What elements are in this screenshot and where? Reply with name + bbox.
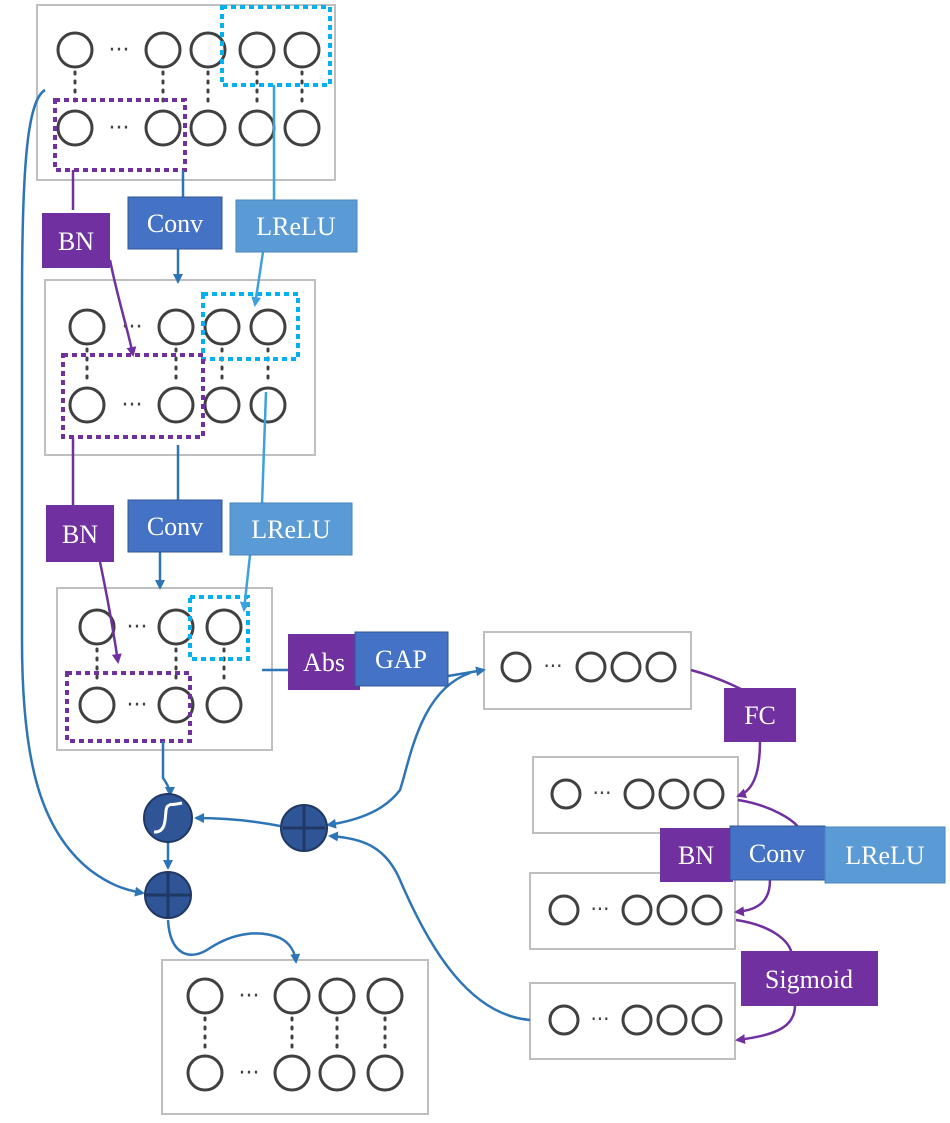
input-feature-map: ··· ··· — [36, 4, 336, 181]
gap-label: GAP — [354, 631, 449, 687]
sigmoid-to-multiply-arrow — [328, 831, 531, 1022]
conv-vector: ··· — [529, 872, 736, 950]
gap-text: GAP — [375, 645, 427, 674]
bn-selection-dotted — [61, 353, 205, 439]
ellipsis: ··· — [239, 1061, 260, 1086]
identity-shortcut-arrow — [20, 88, 145, 897]
bn-conv-arrow — [734, 879, 772, 917]
bn-text: BN — [62, 520, 98, 549]
ellipsis: ··· — [122, 393, 143, 418]
abs-label: Abs — [288, 634, 360, 690]
ellipsis: ··· — [127, 693, 148, 718]
lrelu-connector — [260, 391, 268, 506]
sigmoid-label: Sigmoid — [741, 951, 878, 1006]
lrelu-label-3: LReLU — [824, 826, 946, 884]
bn-arrow — [108, 259, 137, 357]
conv-text: Conv — [147, 512, 203, 541]
lrelu-selection-dotted — [188, 595, 250, 661]
threshold-arrow — [194, 813, 281, 828]
sigmoid-connector — [735, 918, 794, 956]
sigmoid-text: Sigmoid — [765, 965, 853, 994]
bn-text: BN — [58, 227, 94, 256]
feature-map-3: ··· ··· — [56, 587, 273, 751]
ellipsis: ··· — [239, 984, 260, 1009]
ellipsis: ··· — [109, 38, 130, 63]
bn-selection-dotted — [53, 98, 187, 172]
ellipsis: ··· — [127, 615, 148, 640]
to-output-arrow — [166, 919, 301, 964]
bn-selection-dotted — [65, 671, 192, 743]
multiply-node — [280, 804, 328, 852]
fc-arrow — [736, 739, 762, 799]
abs-text: Abs — [303, 648, 345, 677]
lrelu-selection-dotted — [201, 292, 300, 361]
lrelu-text: LReLU — [256, 212, 336, 241]
add-node — [144, 871, 192, 919]
gap-arrow — [447, 666, 486, 678]
bn-arrow — [98, 561, 122, 664]
lrelu-text: LReLU — [251, 515, 331, 544]
lrelu-label-1: LReLU — [235, 199, 358, 253]
lrelu-selection-dotted — [220, 5, 332, 87]
gap-vector: ··· — [483, 631, 692, 710]
soft-threshold-node — [143, 793, 193, 843]
lrelu-arrow — [251, 251, 265, 307]
fc-text: FC — [744, 701, 776, 730]
conv-text: Conv — [147, 209, 203, 238]
bn-label-2: BN — [46, 505, 114, 562]
fc-vector: ··· — [532, 756, 739, 834]
conv-text: Conv — [749, 839, 805, 868]
ellipsis: ··· — [543, 654, 562, 678]
sigmoid-arrow — [735, 1004, 797, 1045]
ellipsis: ··· — [109, 116, 130, 141]
conv-label-1: Conv — [127, 196, 223, 250]
bn-label-1: BN — [42, 213, 110, 268]
gap-to-multiply-arrow — [326, 671, 471, 829]
ellipsis: ··· — [592, 781, 611, 805]
conv-label-3: Conv — [729, 825, 826, 881]
bn-label-3: BN — [660, 828, 733, 882]
ellipsis: ··· — [590, 1007, 609, 1031]
ellipsis: ··· — [590, 897, 609, 921]
sigmoid-symbol-icon — [153, 801, 183, 834]
fc-label: FC — [724, 688, 796, 742]
sigmoid-vector: ··· — [529, 982, 736, 1060]
lrelu-label-2: LReLU — [229, 502, 353, 556]
output-feature-map: ··· ··· — [161, 959, 429, 1115]
lrelu-text: LReLU — [845, 841, 925, 870]
feature-map-2: ··· ··· — [44, 279, 316, 456]
bn-text: BN — [678, 841, 714, 870]
lrelu-arrow — [239, 554, 252, 612]
conv-label-2: Conv — [127, 499, 223, 553]
